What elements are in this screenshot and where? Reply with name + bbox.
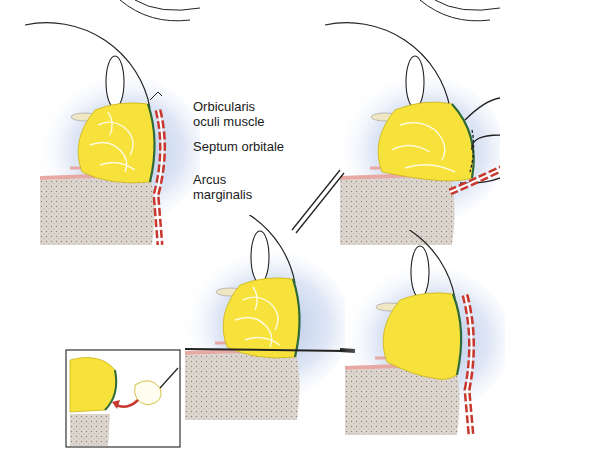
anatomy-label: Arcus marginalis bbox=[193, 172, 267, 202]
anatomy-label: Orbicularis oculi muscle bbox=[193, 99, 277, 129]
inset-box bbox=[66, 350, 180, 447]
panel-repositioned bbox=[330, 230, 505, 435]
panel-anatomy bbox=[25, 0, 200, 245]
anatomy-label: Septum orbitale bbox=[193, 139, 303, 154]
panel-release bbox=[170, 215, 345, 420]
panel-suture bbox=[325, 0, 500, 245]
